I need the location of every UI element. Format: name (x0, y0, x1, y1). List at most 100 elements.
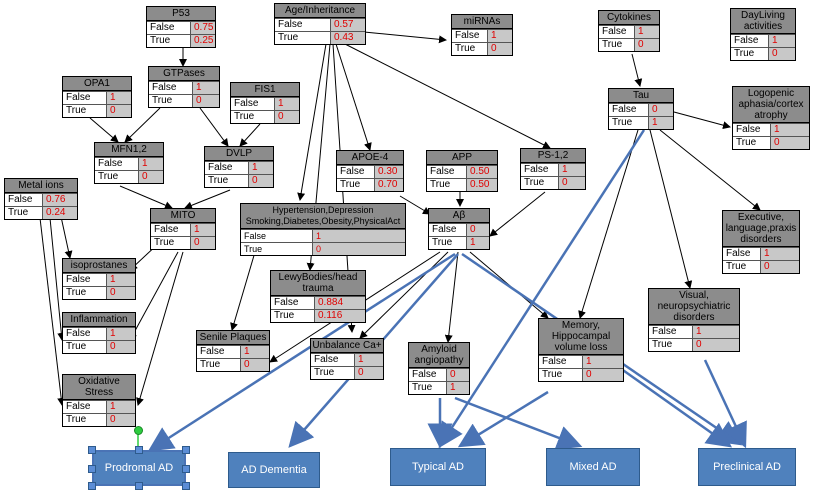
state-label: False (63, 274, 107, 286)
outcome-prodromal-ad[interactable]: Prodromal AD (92, 450, 186, 486)
node-title: Executive, language,praxis disorders (723, 211, 799, 247)
resize-handle[interactable] (182, 465, 190, 473)
outcome-preclinical-ad[interactable]: Preclinical AD (698, 448, 796, 486)
state-label: True (723, 261, 761, 273)
resize-handle[interactable] (88, 446, 96, 454)
state-value: 0 (467, 224, 489, 236)
outcome-mixed-ad[interactable]: Mixed AD (546, 448, 640, 486)
node-title: Cytokines (599, 11, 659, 25)
resize-handle[interactable] (182, 482, 190, 490)
state-label: False (539, 356, 583, 368)
node-title: MFN1,2 (95, 143, 163, 157)
edge-dvlp-mito (184, 189, 231, 210)
state-value: 0.884 (315, 297, 365, 309)
state-label: False (147, 22, 191, 34)
state-value: 0 (191, 237, 215, 249)
state-label: True (452, 43, 488, 55)
state-value: 0 (107, 105, 131, 117)
state-value: 1 (107, 92, 131, 104)
outcome-typical-ad[interactable]: Typical AD (390, 448, 486, 486)
edge-age-mirnas (363, 31, 447, 44)
state-label: True (63, 287, 107, 299)
state-label: False (599, 26, 635, 38)
state-label: True (311, 367, 355, 379)
outcome-ad-dementia[interactable]: AD Dementia (228, 452, 320, 488)
edge-tau-executive (659, 129, 761, 211)
edge-metal-oxidative (39, 217, 66, 406)
node-executive[interactable]: Executive, language,praxis disorders Fal… (722, 210, 800, 274)
edge-fis1-dvlp (239, 123, 261, 147)
node-visual-neuropsychiatric[interactable]: Visual, neuropsychiatric disorders False… (648, 288, 740, 352)
state-label: True (731, 48, 769, 60)
state-value: 0.43 (331, 32, 365, 44)
node-title: Visual, neuropsychiatric disorders (649, 289, 739, 325)
node-title: DVLP (205, 147, 273, 161)
state-value: 1 (693, 326, 739, 338)
node-title: Senile Plaques (197, 331, 269, 345)
state-value: 0 (693, 339, 739, 351)
state-label: False (733, 124, 771, 136)
resize-handle[interactable] (135, 482, 143, 490)
state-value: 1 (771, 124, 809, 136)
resize-handle[interactable] (182, 446, 190, 454)
edge-abeta-unbalance (359, 251, 449, 339)
edge-gtpases-mfn (124, 107, 161, 143)
rotate-handle[interactable] (134, 426, 143, 435)
state-label: False (275, 19, 331, 31)
state-label: False (149, 82, 193, 94)
state-label: True (5, 207, 43, 219)
state-value: 0.50 (467, 179, 497, 191)
state-value: 0 (193, 95, 219, 107)
state-value: 0.50 (467, 166, 497, 178)
state-value: 1 (467, 237, 489, 249)
node-hypertension-group[interactable]: Hypertension,Depression Smoking,Diabetes… (240, 203, 406, 256)
state-value: 1 (635, 26, 659, 38)
resize-handle[interactable] (135, 446, 143, 454)
state-value: 1 (355, 354, 383, 366)
outcome-label: Typical AD (412, 461, 464, 473)
resize-handle[interactable] (88, 465, 96, 473)
resize-handle[interactable] (88, 482, 96, 490)
outcome-label: Prodromal AD (104, 462, 174, 474)
